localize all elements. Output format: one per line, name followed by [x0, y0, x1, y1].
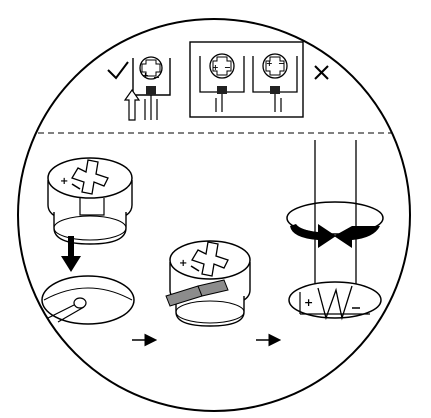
outer-circle	[17, 18, 411, 412]
rotate-arrow-icon	[290, 224, 336, 248]
plus-mark: +	[60, 176, 68, 187]
minus-mark: −	[224, 63, 231, 72]
correct-orientation-panel: + −	[123, 56, 171, 121]
plus-mark: +	[142, 71, 149, 80]
down-arrow-icon	[61, 236, 81, 272]
plus-mark: +	[212, 63, 219, 72]
minus-mark: −	[153, 73, 160, 82]
check-mark-icon	[107, 61, 129, 80]
rotation-step-3: +	[286, 140, 384, 321]
up-arrow-icon	[123, 88, 141, 121]
drilled-hole-with-dowel	[41, 275, 135, 325]
minus-mark: −	[278, 59, 285, 68]
cross-mark-icon	[314, 65, 329, 80]
incorrect-orientations-panel: + − + −	[189, 41, 304, 118]
plus-mark: +	[179, 258, 187, 269]
cam-lock-step-2: +	[165, 240, 251, 327]
plus-mark: +	[304, 296, 313, 309]
cam-lock-step-1: +	[47, 157, 133, 272]
plus-mark: +	[266, 59, 273, 68]
